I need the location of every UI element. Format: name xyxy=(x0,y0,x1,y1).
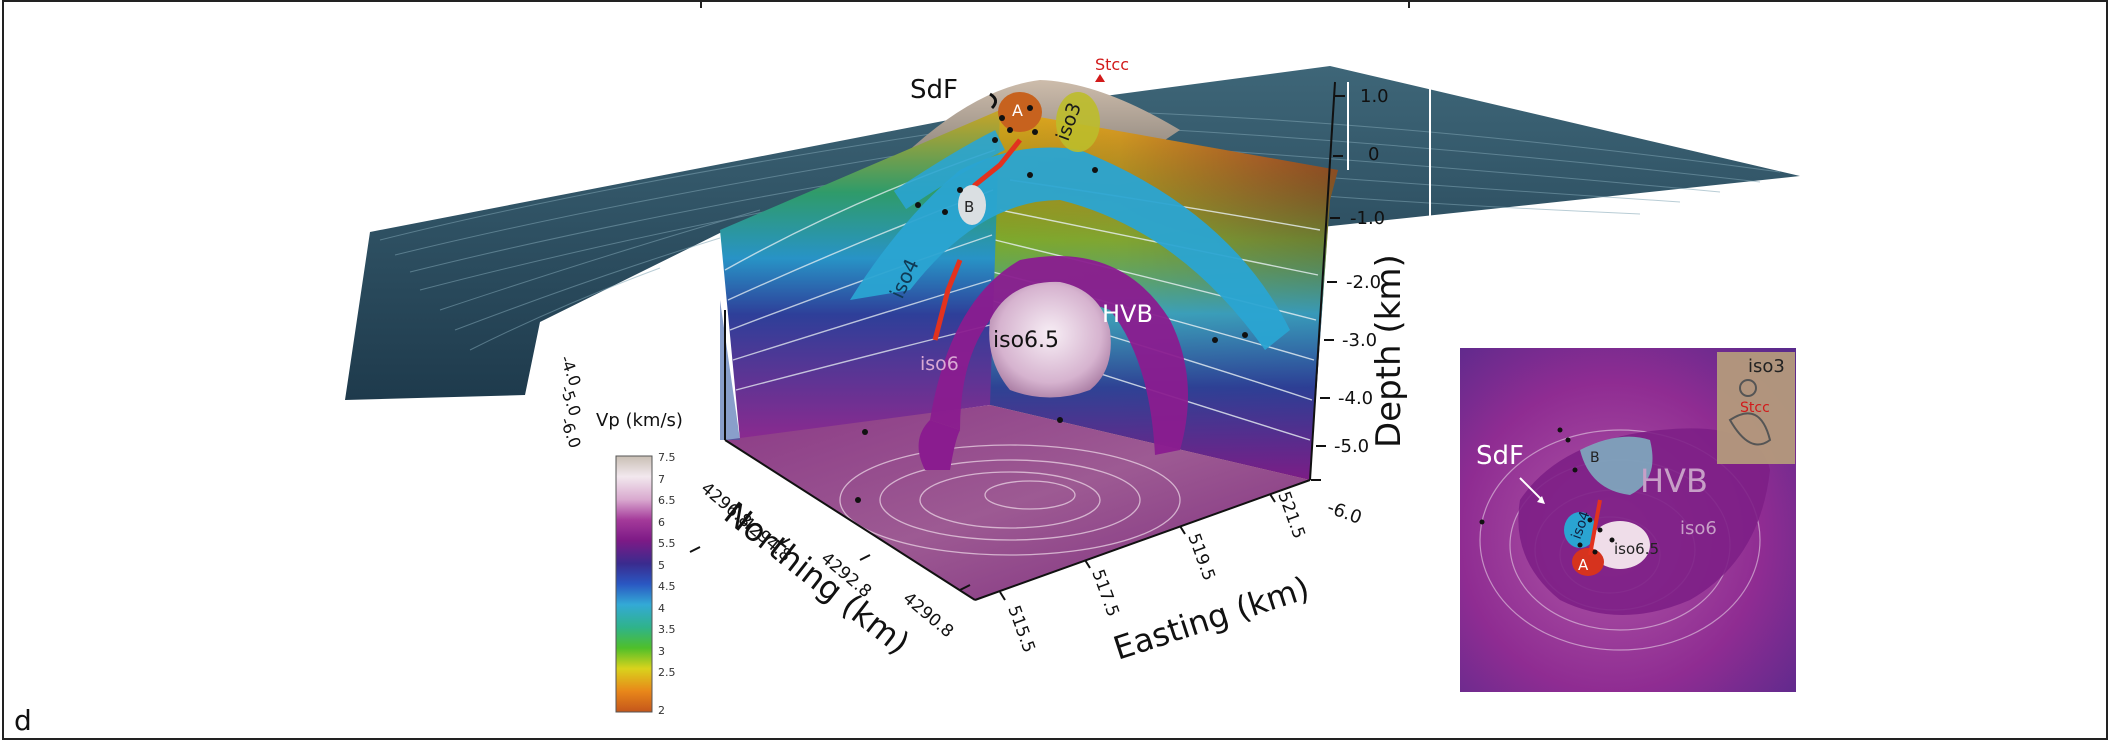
depth-tick: -5.0 xyxy=(1334,436,1369,457)
inset-iso3-label: iso3 xyxy=(1748,356,1785,377)
colorbar-tick: 5 xyxy=(658,559,665,572)
body-a xyxy=(998,92,1042,132)
stcc-marker xyxy=(1095,74,1105,82)
inset-iso6-label: iso6 xyxy=(1680,518,1717,539)
sdf-marker xyxy=(989,92,997,110)
b-label: B xyxy=(964,198,974,216)
easting-tick: 519.5 xyxy=(1183,531,1218,584)
colorbar-title: Vp (km/s) xyxy=(596,410,683,431)
left-depth-tick: -5.0 xyxy=(556,383,585,419)
top-divider-tick xyxy=(700,0,702,8)
colorbar-tick: 2.5 xyxy=(658,666,676,679)
depth-tick: 0 xyxy=(1368,144,1379,165)
depth-tick: -3.0 xyxy=(1342,330,1377,351)
easting-tick: 517.5 xyxy=(1087,567,1122,620)
depth-tick: -6.0 xyxy=(1324,497,1364,529)
colorbar-tick: 3.5 xyxy=(658,623,676,636)
depth-axis-title: Depth (km) xyxy=(1369,254,1409,448)
panel-letter: d xyxy=(14,704,32,737)
colorbar-tick: 3 xyxy=(658,645,665,658)
colorbar-tick: 7.5 xyxy=(658,451,676,464)
inset-map xyxy=(1460,348,1796,692)
colorbar-tick: 2 xyxy=(658,704,665,717)
depth-tick: 1.0 xyxy=(1360,86,1389,107)
inset-iso65-label: iso6.5 xyxy=(1614,540,1659,558)
hvb-label: HVB xyxy=(1102,300,1153,328)
inset-sdf-label: SdF xyxy=(1476,441,1524,471)
colorbar-tick: 6 xyxy=(658,516,665,529)
depth-tick: -1.0 xyxy=(1350,208,1385,229)
easting-tick: 521.5 xyxy=(1273,489,1308,542)
feeder-conduit xyxy=(932,259,963,341)
top-border xyxy=(2,0,2108,2)
left-depth-tick: -6.0 xyxy=(556,415,585,451)
colorbar-tick: 7 xyxy=(658,473,665,486)
easting-tick: 515.5 xyxy=(1003,603,1038,656)
easting-axis-title: Easting (km) xyxy=(1109,569,1314,668)
depth-tick: -2.0 xyxy=(1346,272,1381,293)
inset-stcc-label: Stcc xyxy=(1740,400,1770,416)
inset-a-label: A xyxy=(1578,556,1589,574)
stcc-label: Stcc xyxy=(1095,55,1129,74)
a-label: A xyxy=(1012,101,1023,120)
colorbar-tick: 5.5 xyxy=(658,537,676,550)
colorbar-tick: 4 xyxy=(658,602,665,615)
floor-section xyxy=(725,405,1310,600)
iso6-label: iso6 xyxy=(920,353,959,375)
top-divider-tick xyxy=(1408,0,1410,8)
colorbar-tick: 4.5 xyxy=(658,580,676,593)
hvb-body xyxy=(989,281,1111,398)
iso6-isosurface xyxy=(930,256,1188,455)
seismicity-points xyxy=(855,105,1248,503)
colorbar-ticks: 7.5 7 6.5 6 5.5 5 4.5 4 3.5 3 2.5 2 xyxy=(658,451,676,717)
inset-b-label: B xyxy=(1590,450,1600,466)
depth-tick: -4.0 xyxy=(1338,388,1373,409)
sdf-label: SdF xyxy=(910,75,958,105)
body-b xyxy=(958,185,986,225)
colorbar xyxy=(615,455,653,713)
colorbar-tick: 6.5 xyxy=(658,494,676,507)
iso65-label: iso6.5 xyxy=(993,328,1059,353)
iso3-body xyxy=(1056,92,1100,152)
inset-hvb-label: HVB xyxy=(1640,462,1708,500)
